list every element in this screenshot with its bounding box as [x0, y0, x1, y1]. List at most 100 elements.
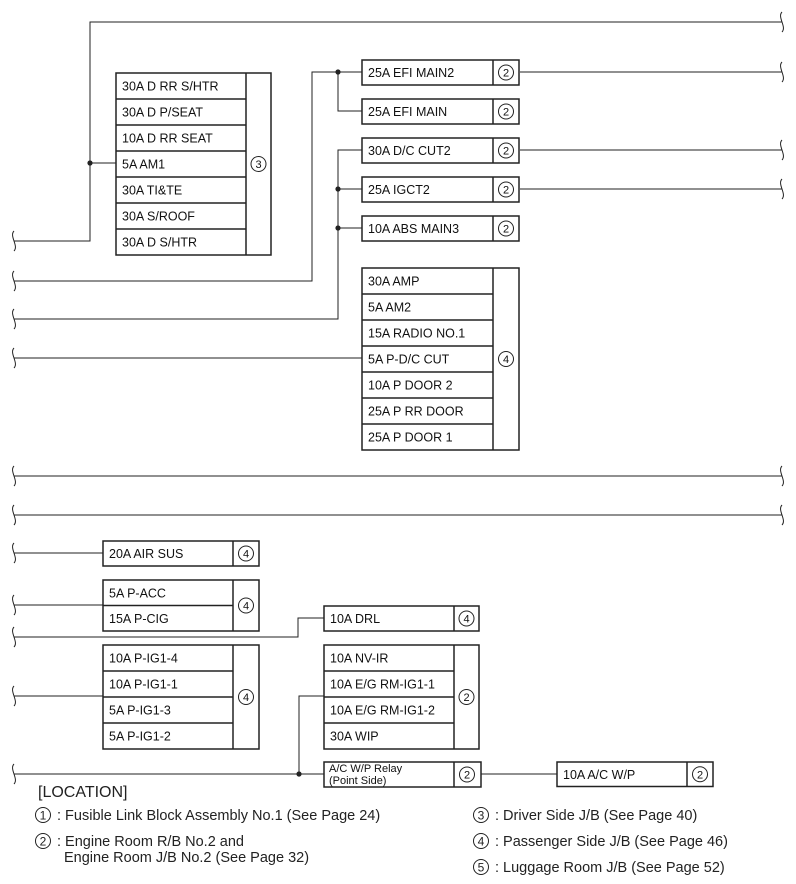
location-number: 4	[243, 692, 249, 704]
wire	[14, 149, 362, 320]
location-text: : Passenger Side J/B (See Page 46)	[495, 834, 728, 850]
wire-break	[12, 685, 16, 707]
fuse-label: 5A P-IG1-2	[109, 730, 171, 744]
fuse-label: 30A TI&TE	[122, 184, 182, 198]
location-text-cont: Engine Room J/B No.2 (See Page 32)	[64, 850, 309, 866]
location-number: 2	[697, 769, 703, 781]
location-text: : Driver Side J/B (See Page 40)	[495, 808, 697, 824]
location-text: : Luggage Room J/B (See Page 52)	[495, 860, 725, 876]
fuse-label: 5A AM1	[122, 158, 165, 172]
relay-location-number: 2	[464, 770, 470, 782]
location-circle	[238, 545, 254, 562]
fuse-label: 25A P RR DOOR	[368, 405, 464, 419]
location-number: 1	[40, 809, 47, 823]
location-circle	[458, 610, 475, 627]
location-circle	[238, 689, 254, 705]
wire-break	[12, 626, 16, 648]
location-number: 2	[503, 146, 509, 158]
junction-dot	[335, 186, 341, 192]
location-number: 4	[503, 354, 509, 366]
fuse-label: 15A P-CIG	[109, 612, 169, 626]
fuse-label: 10A DRL	[330, 612, 380, 626]
fuse-label: 10A P-IG1-1	[109, 678, 178, 692]
location-number: 2	[463, 692, 469, 704]
fuse-label: 5A AM2	[368, 301, 411, 315]
junction-dot	[335, 69, 341, 75]
fuse-label: 30A AMP	[368, 275, 419, 289]
wire-break	[780, 178, 784, 200]
wire-break	[12, 465, 16, 487]
fuse-block: 5A P-ACC 15A P-CIG 4	[102, 579, 260, 632]
fuse-label: 10A P-IG1-4	[109, 652, 178, 666]
wire-break	[780, 465, 784, 487]
fuse-label: 10A ABS MAIN3	[368, 222, 459, 236]
location-text: : Engine Room R/B No.2 and	[57, 834, 244, 850]
relay-label-line2: (Point Side)	[329, 775, 386, 787]
wire-break	[12, 347, 16, 369]
fuse-label: 5A P-D/C CUT	[368, 353, 450, 367]
location-number: 2	[503, 185, 509, 197]
fuse-label: 10A E/G RM-IG1-2	[330, 704, 435, 718]
fuse-label: 5A P-ACC	[109, 586, 166, 600]
location-circle	[238, 597, 254, 614]
location-circle	[498, 351, 514, 367]
wires	[14, 21, 782, 775]
junction-dot	[87, 160, 93, 166]
fuse-block: 10A ABS MAIN3 2	[361, 215, 520, 242]
location-number: 2	[503, 107, 509, 119]
location-title: [LOCATION]	[38, 784, 128, 801]
fuse-label: 30A D RR S/HTR	[122, 80, 219, 94]
fuse-label: 10A D RR SEAT	[122, 132, 213, 146]
fuse-label: 25A EFI MAIN2	[368, 66, 454, 80]
location-number: 3	[478, 809, 485, 823]
fuse-label: 30A WIP	[330, 730, 379, 744]
location-circle	[692, 766, 708, 783]
location-number: 4	[478, 835, 485, 849]
location-circle	[250, 156, 267, 172]
location-circle	[498, 64, 514, 81]
fuse-label: 25A EFI MAIN	[368, 105, 447, 119]
location-circle	[498, 142, 514, 159]
location-legend: [LOCATION] 1 : Fusible Link Block Assemb…	[35, 784, 728, 876]
fuse-label: 30A S/ROOF	[122, 210, 195, 224]
fuse-label: 10A NV-IR	[330, 652, 388, 666]
fuse-label: 15A RADIO NO.1	[368, 327, 465, 341]
location-number: 4	[243, 601, 249, 613]
location-number: 2	[503, 68, 509, 80]
fuse-block: 10A DRL 4	[323, 605, 480, 632]
wire	[298, 695, 324, 774]
fuse-label: 10A A/C W/P	[563, 768, 635, 782]
fuse-label: 30A D/C CUT2	[368, 144, 451, 158]
wire-break	[12, 308, 16, 330]
wire	[14, 617, 324, 638]
location-circle	[498, 181, 514, 198]
wire-breaks	[12, 11, 784, 785]
fuse-label: 10A E/G RM-IG1-1	[330, 678, 435, 692]
relay-box: A/C W/P Relay (Point Side) 2	[323, 761, 482, 788]
wire-break	[780, 139, 784, 161]
junction-dot	[335, 225, 341, 231]
wire-break	[780, 61, 784, 83]
wire-break	[12, 542, 16, 564]
location-number: 5	[478, 861, 485, 875]
location-number: 4	[243, 549, 249, 561]
fuse-label: 10A P DOOR 2	[368, 379, 453, 393]
junction-dots	[87, 69, 341, 777]
wire	[14, 163, 91, 242]
junction-dot	[296, 771, 302, 777]
wire-break	[12, 270, 16, 292]
wire-break	[780, 11, 784, 33]
fuse-label: 30A D S/HTR	[122, 236, 197, 250]
wire-break	[780, 504, 784, 526]
location-number: 4	[463, 614, 469, 626]
location-text: : Fusible Link Block Assembly No.1 (See …	[57, 808, 380, 824]
location-number: 2	[503, 224, 509, 236]
location-number: 2	[40, 835, 47, 849]
location-circle	[458, 689, 475, 705]
fuse-label: 25A P DOOR 1	[368, 431, 453, 445]
